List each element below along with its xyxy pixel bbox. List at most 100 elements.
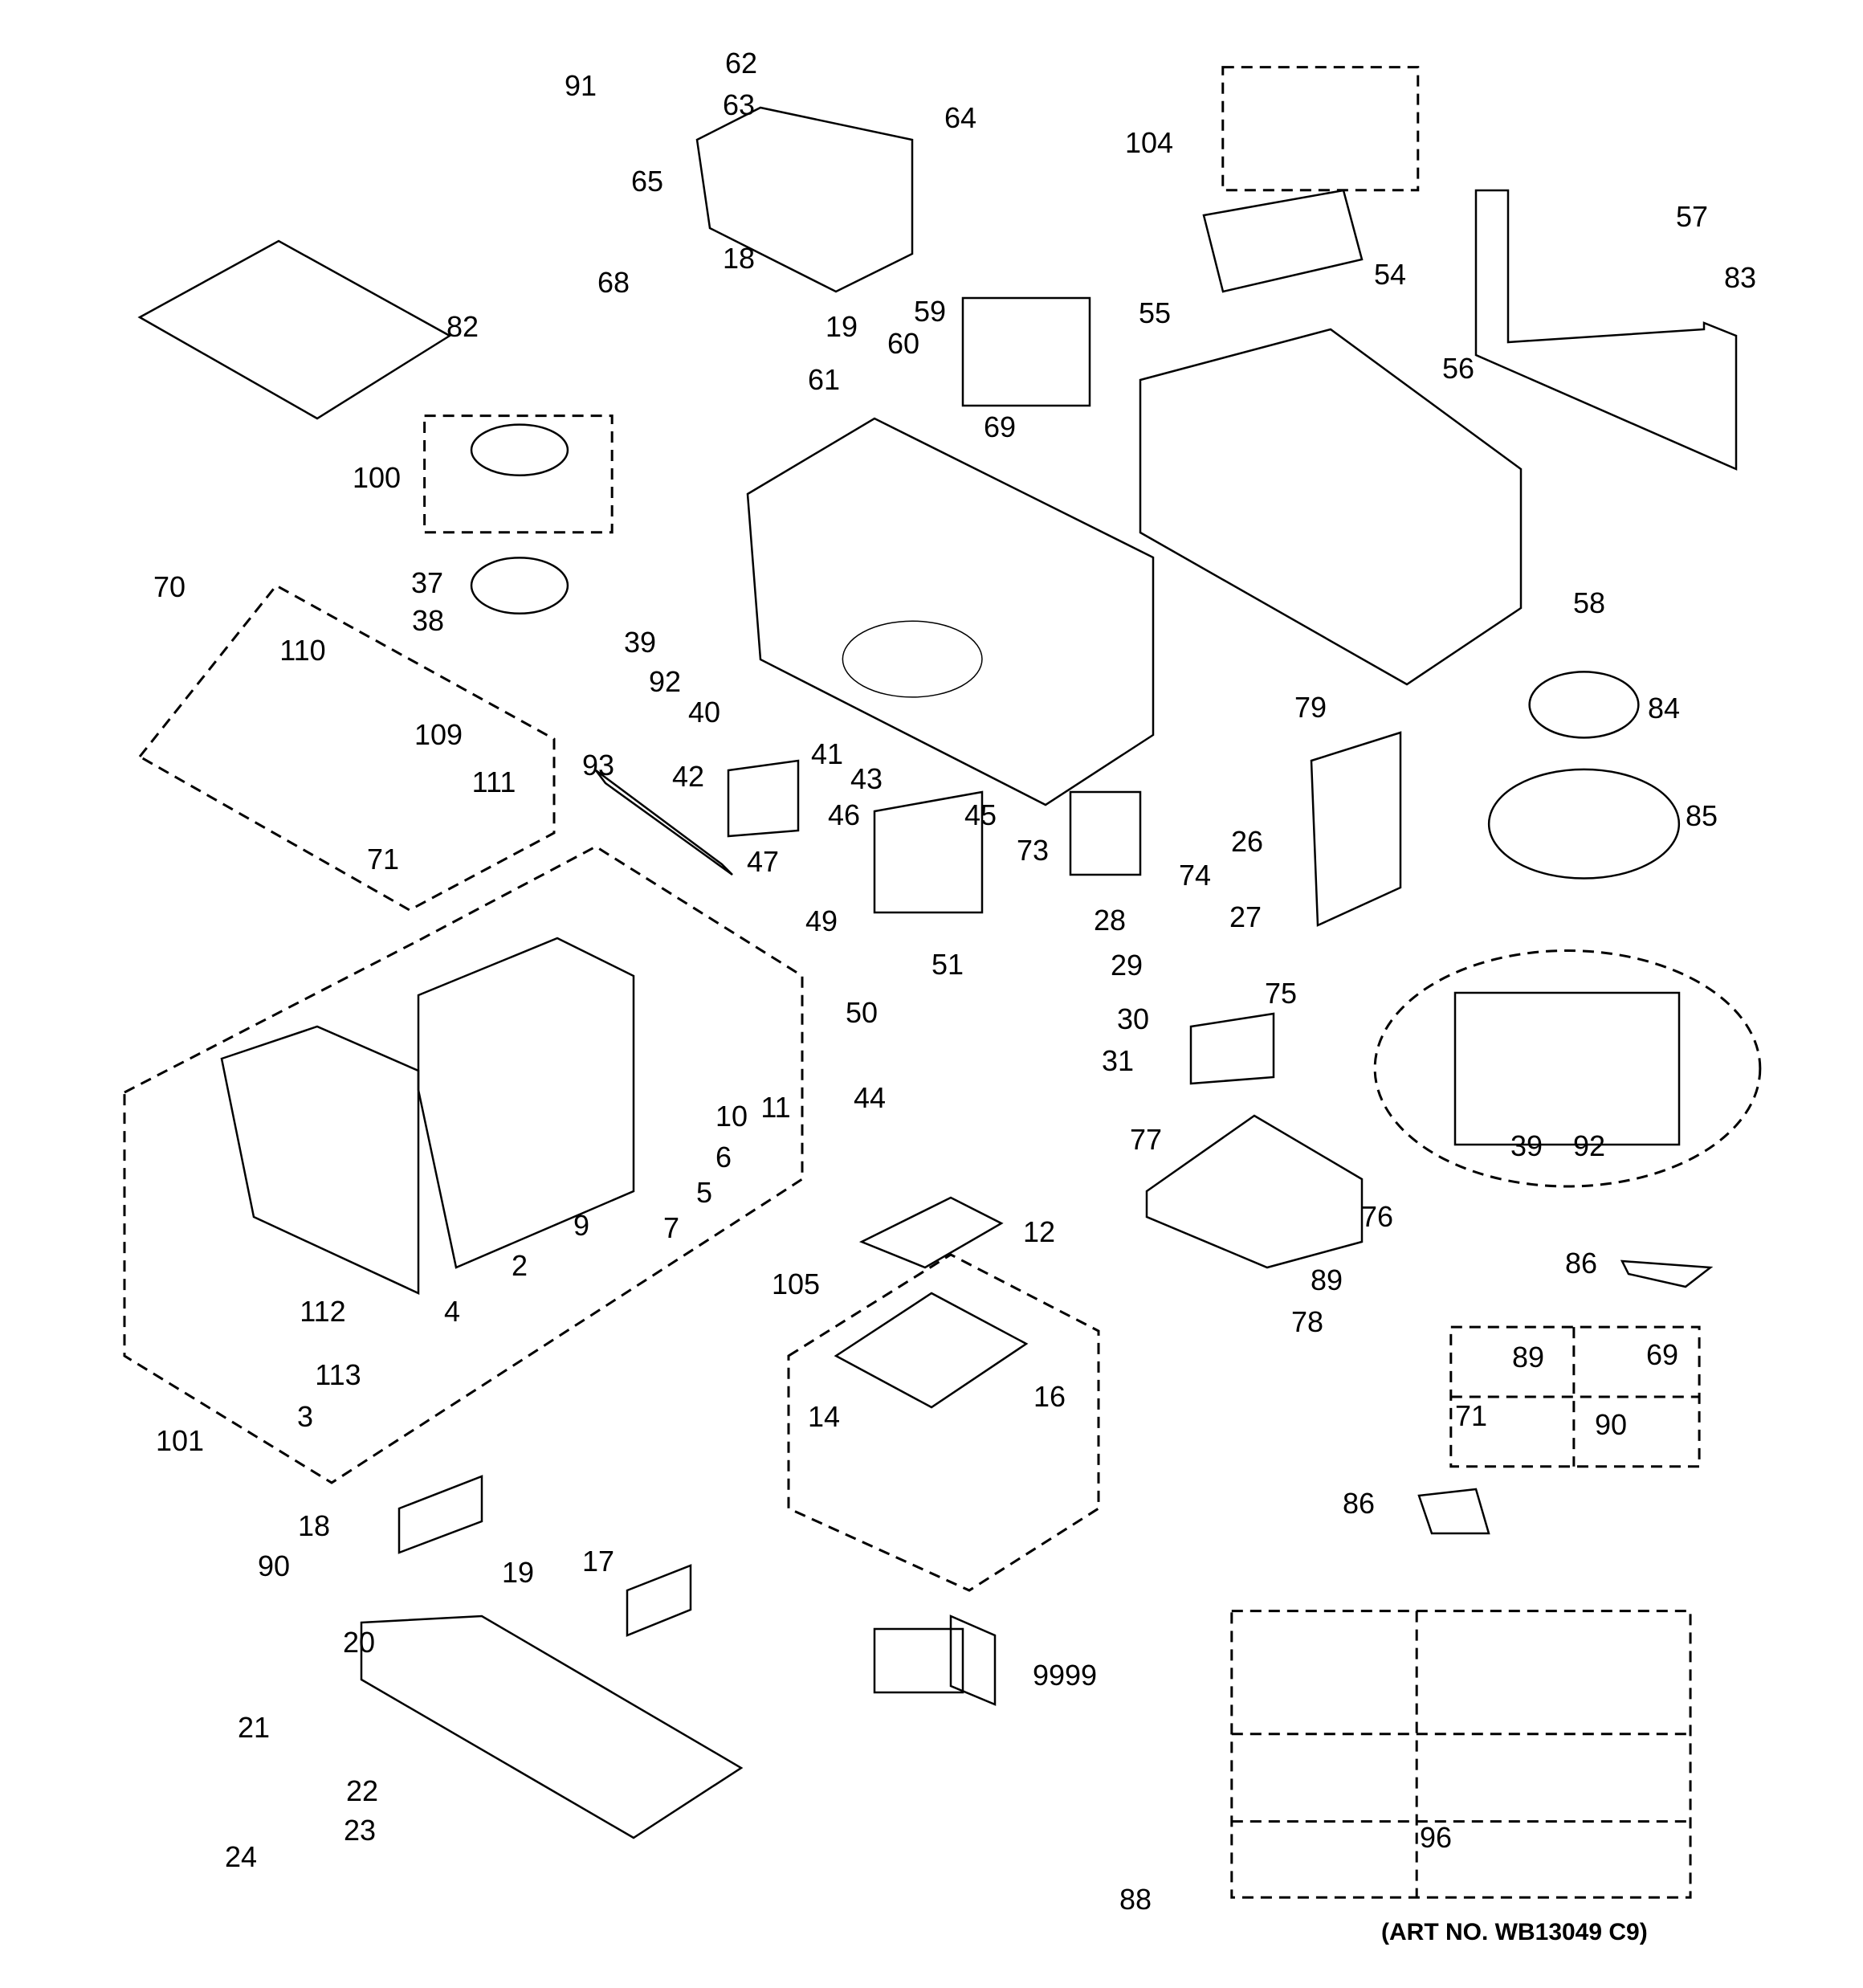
- callout-59: 59: [914, 295, 946, 328]
- callout-73: 73: [1017, 834, 1049, 867]
- control-box: [834, 1292, 1029, 1409]
- callout-69: 69: [984, 410, 1016, 443]
- strip-93: [595, 769, 733, 876]
- callout-50: 50: [846, 996, 878, 1029]
- callout-69: 69: [1646, 1338, 1678, 1371]
- callout-39: 39: [1510, 1129, 1543, 1162]
- callout-42: 42: [672, 760, 704, 793]
- callout-110: 110: [279, 634, 325, 667]
- callout-64: 64: [944, 101, 976, 134]
- callout-77: 77: [1130, 1123, 1162, 1156]
- base-tray: [1145, 1114, 1364, 1269]
- callout-82: 82: [446, 310, 479, 343]
- vent-grille-42: [727, 759, 800, 838]
- grille-rack: [137, 239, 452, 420]
- callout-88: 88: [1119, 1883, 1152, 1916]
- magnetron-73: [1069, 790, 1142, 876]
- callout-40: 40: [688, 696, 720, 729]
- vent-housing: [695, 106, 914, 293]
- callout-104: 104: [1125, 126, 1173, 159]
- callout-113: 113: [315, 1358, 361, 1391]
- group-outline-101: [123, 845, 804, 1484]
- callout-19: 19: [826, 310, 858, 343]
- transformer-75: [1189, 1012, 1275, 1085]
- callout-27: 27: [1229, 900, 1262, 933]
- callout-28: 28: [1094, 904, 1126, 937]
- callout-89: 89: [1311, 1263, 1343, 1296]
- roller-ring-84: [1528, 671, 1640, 739]
- callout-93: 93: [582, 749, 614, 782]
- control-board: [858, 1196, 1004, 1269]
- callout-49: 49: [805, 904, 838, 937]
- literature-envelope: [949, 1614, 997, 1706]
- callout-58: 58: [1573, 586, 1605, 619]
- callout-86: 86: [1565, 1247, 1597, 1280]
- callout-46: 46: [828, 798, 860, 831]
- callout-84: 84: [1648, 692, 1680, 725]
- callout-5: 5: [696, 1176, 712, 1209]
- mounting-plate: [1474, 189, 1738, 471]
- callout-17: 17: [582, 1545, 614, 1578]
- stirrer-37: [470, 557, 569, 615]
- callout-10: 10: [715, 1100, 748, 1133]
- callout-62: 62: [725, 47, 757, 80]
- callout-44: 44: [854, 1081, 886, 1114]
- callout-57: 57: [1676, 200, 1708, 233]
- callout-71: 71: [1455, 1399, 1487, 1432]
- callout-79: 79: [1294, 691, 1327, 724]
- callout-75: 75: [1265, 977, 1297, 1010]
- callout-41: 41: [811, 737, 843, 770]
- callout-76: 76: [1361, 1200, 1393, 1233]
- callout-71: 71: [367, 843, 399, 876]
- group-box-100: [423, 414, 614, 534]
- callout-23: 23: [344, 1814, 376, 1847]
- callout-38: 38: [412, 604, 444, 637]
- callout-91: 91: [565, 69, 597, 102]
- cavity-floor: [842, 620, 983, 698]
- callout-65: 65: [631, 165, 663, 198]
- callout-9999: 9999: [1033, 1659, 1097, 1692]
- callout-19: 19: [502, 1556, 534, 1589]
- callout-11: 11: [760, 1091, 790, 1124]
- stirrer-cover: [470, 423, 569, 477]
- callout-90: 90: [258, 1549, 290, 1582]
- callout-54: 54: [1374, 258, 1406, 291]
- callout-18: 18: [723, 242, 755, 275]
- callout-18: 18: [298, 1509, 330, 1542]
- callout-100: 100: [353, 461, 401, 494]
- relay-board-45: [873, 790, 984, 914]
- callout-101: 101: [156, 1424, 204, 1457]
- group-outline-70: [137, 584, 556, 912]
- callout-12: 12: [1023, 1215, 1055, 1248]
- callout-51: 51: [932, 948, 964, 981]
- callout-24: 24: [225, 1840, 257, 1873]
- callout-61: 61: [808, 363, 840, 396]
- callout-96: 96: [1420, 1821, 1452, 1854]
- callout-70: 70: [153, 570, 185, 603]
- callout-89: 89: [1512, 1341, 1544, 1374]
- callout-14: 14: [808, 1400, 840, 1433]
- callout-45: 45: [964, 798, 997, 831]
- callout-111: 111: [472, 765, 516, 798]
- callout-92: 92: [1573, 1129, 1605, 1162]
- lamp-socket-18: [397, 1475, 483, 1554]
- bag-86b: [1417, 1488, 1490, 1535]
- oven-cavity: [746, 417, 1155, 806]
- door-choke: [220, 1025, 420, 1295]
- callout-56: 56: [1442, 352, 1474, 385]
- callout-22: 22: [346, 1774, 378, 1807]
- outer-case: [1139, 328, 1523, 686]
- callout-92: 92: [649, 665, 681, 698]
- callout-90: 90: [1595, 1408, 1627, 1441]
- callout-109: 109: [414, 718, 463, 751]
- callout-2: 2: [512, 1249, 528, 1282]
- lamp-socket-17: [626, 1564, 692, 1637]
- callout-85: 85: [1686, 799, 1718, 832]
- cavity-front: [1453, 991, 1681, 1146]
- callout-20: 20: [343, 1626, 375, 1659]
- callout-39: 39: [624, 626, 656, 659]
- callout-7: 7: [663, 1211, 679, 1244]
- group-outline-105: [787, 1253, 1100, 1592]
- callout-83: 83: [1724, 261, 1756, 294]
